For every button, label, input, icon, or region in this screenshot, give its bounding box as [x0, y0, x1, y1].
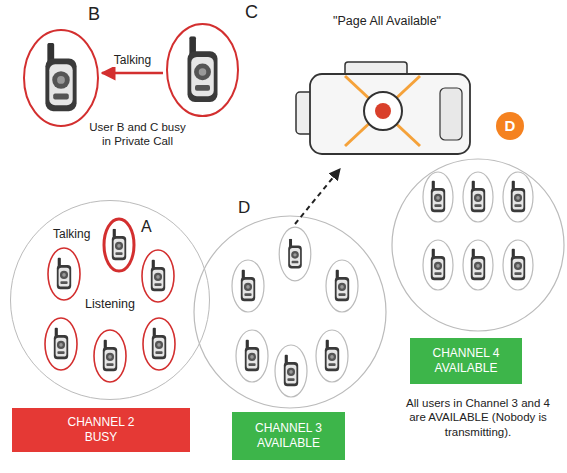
callout-circle: D: [496, 112, 524, 140]
radio-icon: [45, 43, 76, 111]
band-text: CHANNEL 2 BUSY: [61, 415, 141, 445]
talking-radio: TalkingA: [101, 216, 137, 274]
group-note: Listening: [11, 297, 209, 311]
radio-node: B: [22, 28, 100, 128]
edge-label: Talking: [112, 53, 153, 67]
radio-icon: [188, 36, 218, 102]
status-note: Talking: [53, 227, 90, 241]
channel-group-circle: [194, 216, 386, 408]
note-text: All users in Channel 3 and 4 are AVAILAB…: [398, 396, 558, 439]
user-letter: A: [141, 218, 152, 236]
radio-icon: [288, 239, 302, 269]
radio-node: C: [165, 22, 240, 118]
channel-group-circle: [392, 159, 564, 331]
channel-status-band: CHANNEL 4 AVAILABLE: [410, 338, 522, 384]
band-text: CHANNEL 4 AVAILABLE: [426, 346, 506, 376]
note-text: User B and C busy in Private Call: [85, 120, 190, 149]
device-caption: "Page All Available": [333, 14, 441, 28]
channel-status-band: CHANNEL 2 BUSY: [12, 408, 190, 452]
connector-arrow: [102, 72, 163, 75]
radio-outline: [278, 226, 312, 282]
radio-outline: [22, 28, 100, 128]
page-device: "Page All Available" D: [295, 12, 530, 167]
available-radios: [423, 172, 533, 290]
radio-top-view: [296, 62, 470, 154]
radio-icon: [112, 229, 126, 260]
radio-outline: [101, 216, 137, 274]
user-letter: C: [245, 2, 258, 23]
connector-arrow: [295, 169, 340, 224]
user-letter: B: [88, 4, 100, 25]
radio-outline: [165, 22, 240, 118]
band-text: CHANNEL 3 AVAILABLE: [249, 421, 329, 451]
channel-status-band: CHANNEL 3 AVAILABLE: [232, 412, 345, 460]
radio-node: D: [278, 226, 312, 282]
user-letter: D: [238, 198, 250, 218]
channel-group-circle: ListeningTalkingA: [10, 200, 210, 400]
